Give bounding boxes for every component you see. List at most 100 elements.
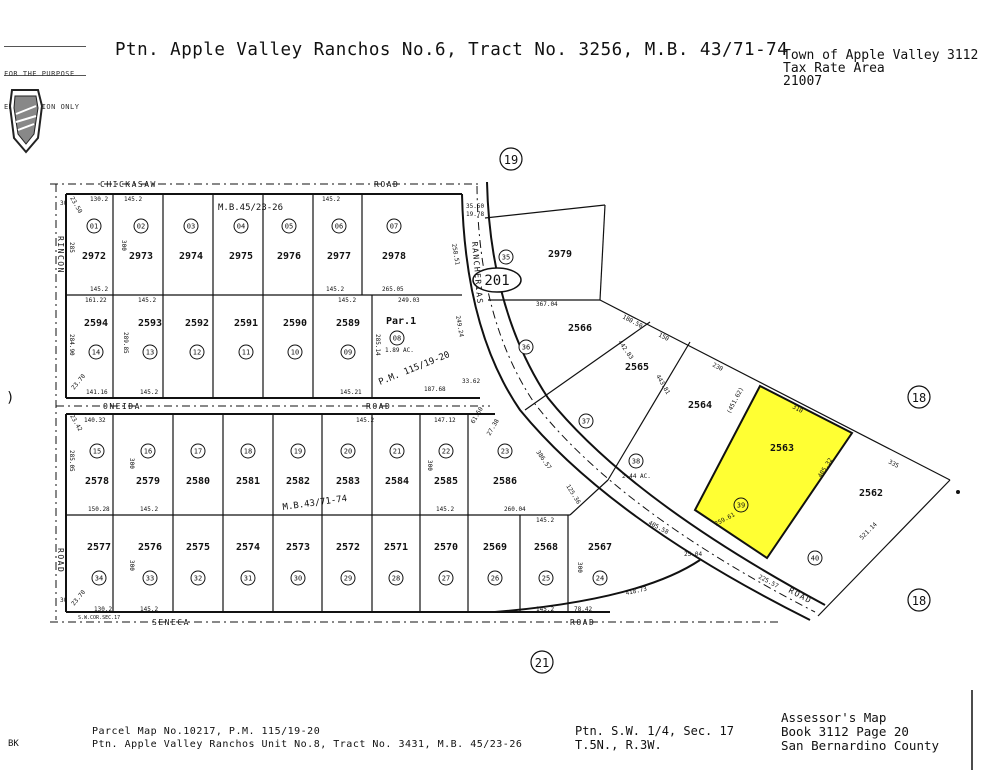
parcel-circle — [89, 443, 105, 459]
parcel-number: 2571 — [384, 542, 408, 553]
svg-text:21: 21 — [535, 656, 549, 670]
svg-text:27.38: 27.38 — [486, 418, 501, 437]
svg-text:35.50: 35.50 — [466, 203, 484, 210]
svg-text:): ) — [6, 390, 14, 406]
footer-county: San Bernardino County — [781, 738, 940, 753]
parcel-number: 2591 — [234, 318, 258, 329]
svg-text:18: 18 — [912, 391, 926, 405]
parcel-number: 2977 — [327, 251, 351, 262]
svg-text:23.70: 23.70 — [70, 589, 87, 608]
svg-text:145.2: 145.2 — [140, 389, 158, 396]
svg-text:19.78: 19.78 — [466, 211, 484, 218]
tax-rate-area-label: Tax Rate Area — [783, 61, 885, 76]
parcel-circle — [190, 443, 206, 459]
svg-text:300: 300 — [576, 562, 583, 573]
svg-text:442.83: 442.83 — [616, 339, 634, 361]
parcel-number: 2570 — [434, 542, 458, 553]
parcel-circle — [86, 218, 102, 234]
note-pm-115: P.M. 115/19-20 — [377, 350, 451, 388]
acreage-38: 2.44 AC. — [622, 473, 651, 480]
parcel-circle-number: 01 — [90, 223, 98, 231]
svg-text:300: 300 — [128, 458, 135, 469]
parcel-circle — [733, 497, 749, 513]
parcel-number: 2572 — [336, 542, 360, 553]
parcel-circle-number: 15 — [93, 448, 101, 456]
parcel-circle-number: 34 — [95, 575, 103, 583]
parcel-2571[interactable]: 2571 28 — [384, 542, 408, 586]
parcel-2570[interactable]: 2570 27 — [434, 542, 458, 586]
svg-text:310: 310 — [791, 404, 804, 415]
svg-text:145.2: 145.2 — [322, 196, 340, 203]
parcel-number: 2580 — [186, 476, 210, 487]
svg-text:(451.62): (451.62) — [726, 386, 746, 415]
svg-text:187.68: 187.68 — [424, 386, 446, 393]
parcel-circle-number: 28 — [392, 575, 400, 583]
svg-text:145.2: 145.2 — [90, 286, 108, 293]
svg-text:258.51: 258.51 — [450, 243, 461, 266]
svg-text:145.2: 145.2 — [326, 286, 344, 293]
road-rincon: RINCON — [56, 236, 65, 274]
page-ref-19[interactable]: 19 — [499, 147, 523, 171]
parcel-circle-number: 27 — [442, 575, 450, 583]
parcel-number: 2566 — [568, 323, 592, 334]
parcel-circle — [340, 443, 356, 459]
parcel-number: 2586 — [493, 476, 517, 487]
footer-parcel-map: Parcel Map No.10217, P.M. 115/19-20 — [92, 726, 321, 737]
road-seneca: SENECA — [152, 618, 190, 627]
svg-text:140.32: 140.32 — [84, 417, 106, 424]
svg-text:249.03: 249.03 — [398, 297, 420, 304]
road-chickasaw-suffix: ROAD — [374, 180, 399, 189]
svg-text:418.73: 418.73 — [625, 586, 648, 597]
parcel-number: 2979 — [548, 249, 572, 260]
page-ref-18-upper[interactable]: 18 — [907, 385, 931, 409]
page-ref-18-lower[interactable]: 18 — [907, 588, 931, 612]
parcel-circle-number: 05 — [285, 223, 293, 231]
highlighted-parcel-2563[interactable] — [693, 384, 854, 560]
note-mb-45: M.B.45/23-26 — [218, 203, 283, 213]
svg-text:230: 230 — [711, 362, 724, 373]
page-ref-21[interactable]: 21 — [530, 650, 554, 674]
par1-label: Par.1 — [386, 316, 416, 327]
road-chickasaw: CHICKASAW — [100, 180, 157, 189]
parcel-circle — [133, 218, 149, 234]
parcel-circle — [189, 344, 205, 360]
